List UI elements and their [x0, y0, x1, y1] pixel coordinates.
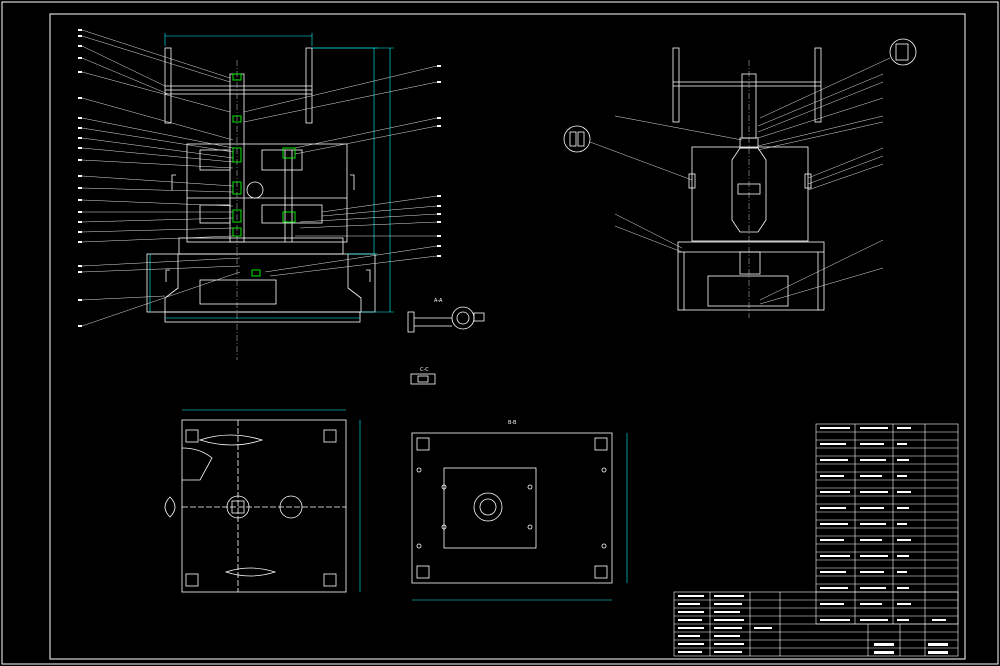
side-view-detail-circles [563, 38, 917, 153]
front-view-highlights [232, 73, 296, 277]
parts-list-text-marks [678, 427, 948, 654]
front-view-dimensions [149, 33, 394, 319]
b-b-dimensions [412, 433, 628, 601]
top-view-dimensions [182, 409, 361, 592]
parts-list-table [815, 423, 959, 625]
front-view-item-ticks [78, 29, 441, 327]
front-view-leaders [81, 29, 438, 327]
section-label-a-a: A-A [434, 298, 443, 304]
detail-view-c-c [410, 373, 436, 385]
section-label-b-b: B-B [508, 420, 517, 426]
front-view [146, 47, 376, 360]
top-view [164, 419, 347, 593]
detail-view-a-a [407, 306, 485, 333]
side-view [672, 47, 825, 311]
side-view-leaders [589, 57, 891, 305]
title-block [673, 591, 959, 657]
section-view-b-b [411, 432, 613, 584]
section-label-c-c: C-C [420, 367, 429, 373]
